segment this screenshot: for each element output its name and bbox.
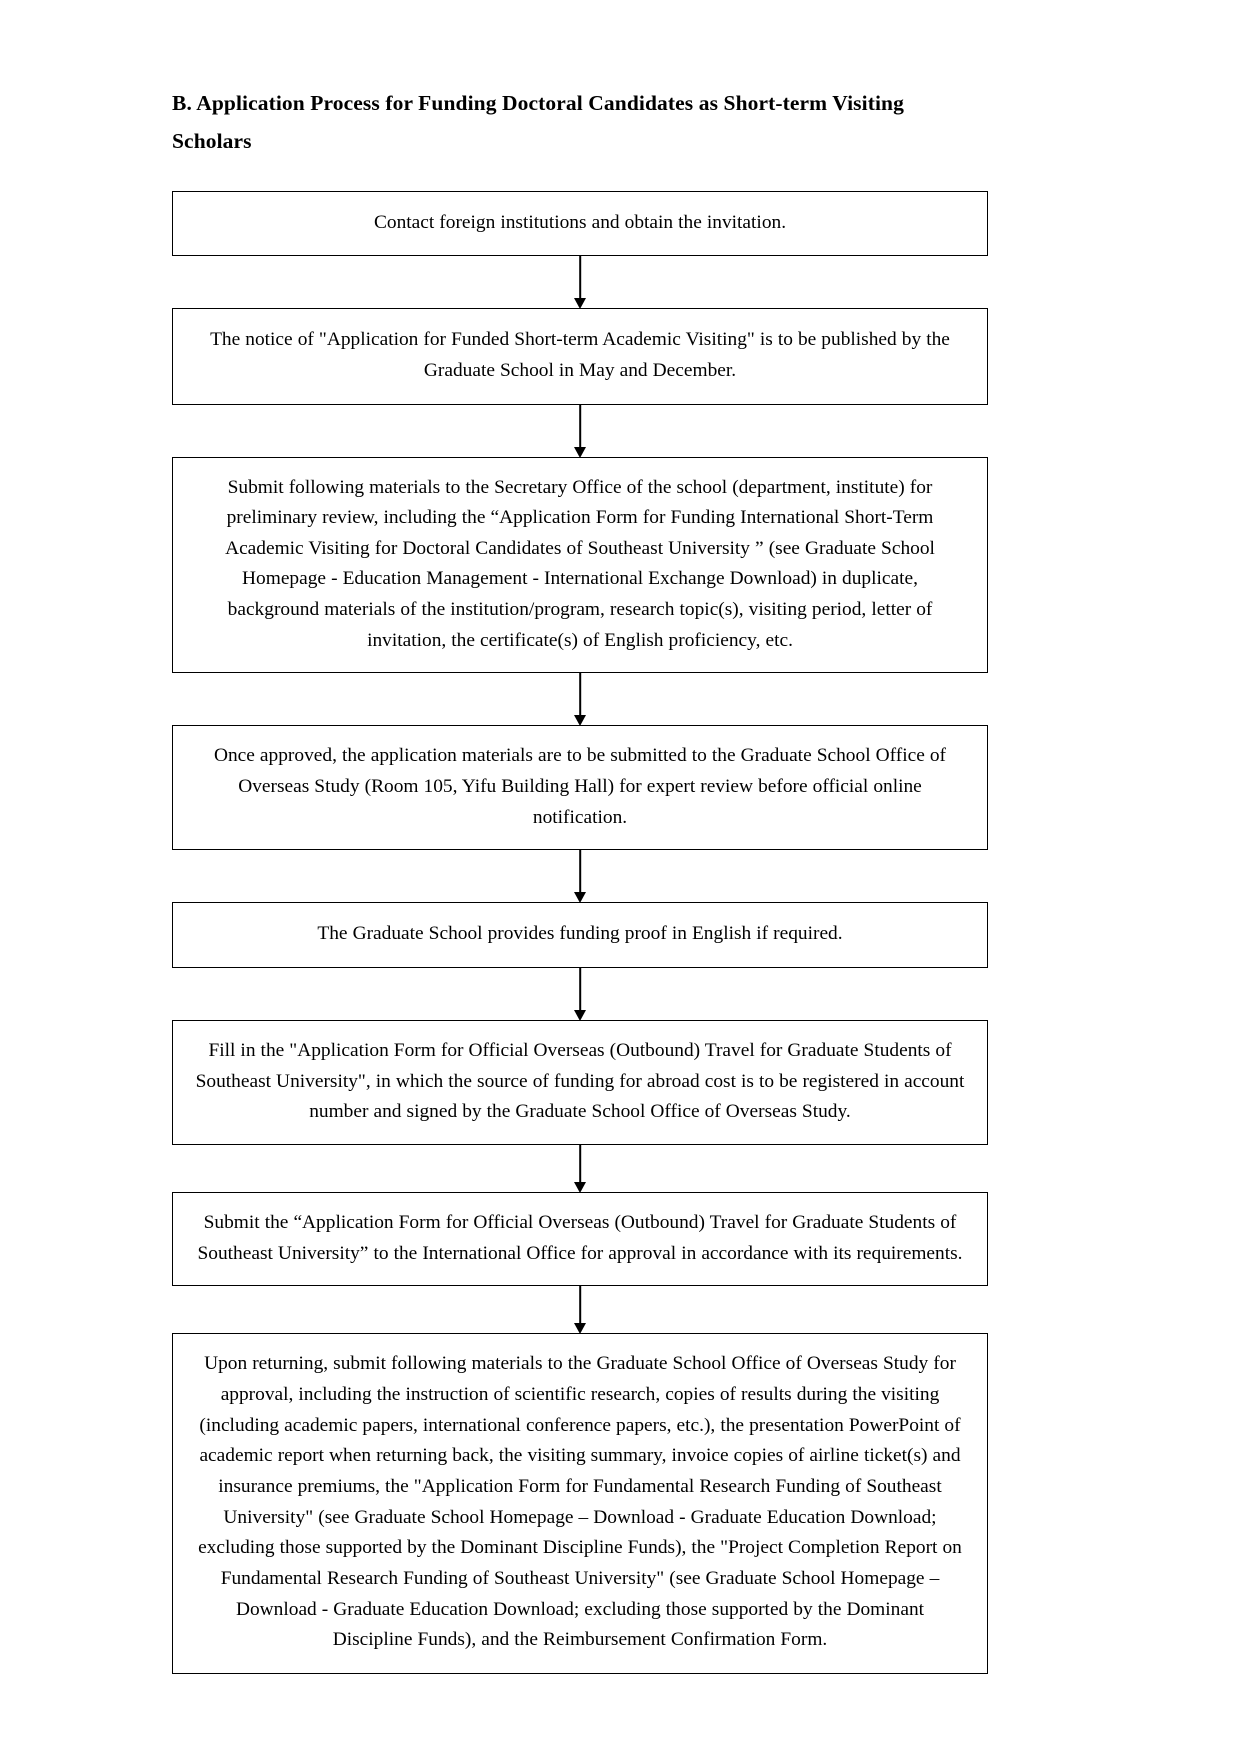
flow-node-3: Submit following materials to the Secret… [172, 456, 988, 674]
down-arrow-icon-2 [172, 404, 988, 458]
arrow-shaft [579, 1286, 581, 1326]
arrow-shaft [579, 968, 581, 1013]
down-arrow-icon-6 [172, 1145, 988, 1194]
arrow-head [574, 298, 586, 310]
arrow-head [574, 892, 586, 904]
arrow-shaft [579, 1145, 581, 1185]
down-arrow-icon-1 [172, 256, 988, 310]
arrow-head [574, 715, 586, 727]
down-arrow-icon-4 [172, 850, 988, 904]
page-title: B. Application Process for Funding Docto… [172, 91, 904, 154]
flow-node-5-text: The Graduate School provides funding pro… [317, 923, 843, 945]
flow-node-2-text: The notice of "Application for Funded Sh… [210, 329, 950, 381]
flow-node-1-text: Contact foreign institutions and obtain … [373, 211, 787, 233]
arrow-head [574, 1010, 586, 1022]
arrow-shaft [579, 850, 581, 895]
flowchart: Contact foreign institutions and obtain … [172, 190, 988, 1674]
flow-node-6-text: Fill in the "Application Form for Offici… [195, 1040, 965, 1123]
arrow-shaft [579, 673, 581, 718]
flow-node-5: The Graduate School provides funding pro… [172, 902, 988, 969]
document-body: B. Application Process for Funding Docto… [172, 84, 988, 1674]
flow-node-8-text: Upon returning, submit following materia… [198, 1353, 962, 1651]
flow-node-4-text: Once approved, the application materials… [213, 745, 947, 828]
flow-node-8: Upon returning, submit following materia… [172, 1333, 988, 1674]
arrow-head [574, 1323, 586, 1335]
flow-node-6: Fill in the "Application Form for Offici… [172, 1020, 988, 1146]
down-arrow-icon-5 [172, 968, 988, 1022]
arrow-shaft [579, 404, 581, 449]
arrow-head [574, 446, 586, 458]
flow-node-7: Submit the “Application Form for Officia… [172, 1192, 988, 1287]
arrow-shaft [579, 256, 581, 301]
arrow-head [574, 1182, 586, 1194]
flow-node-3-text: Submit following materials to the Secret… [225, 476, 935, 651]
down-arrow-icon-3 [172, 673, 988, 727]
down-arrow-icon-7 [172, 1286, 988, 1335]
flow-node-7-text: Submit the “Application Form for Officia… [197, 1212, 963, 1264]
flow-node-2: The notice of "Application for Funded Sh… [172, 308, 988, 405]
flow-node-1: Contact foreign institutions and obtain … [172, 190, 988, 257]
flow-node-4: Once approved, the application materials… [172, 725, 988, 851]
